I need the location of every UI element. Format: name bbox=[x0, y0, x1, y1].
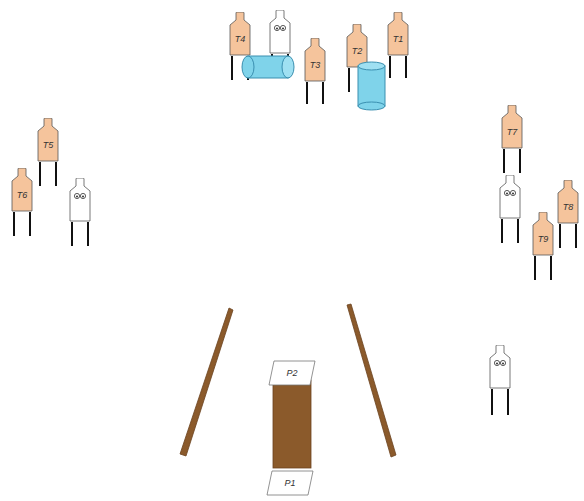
target-label: P2 bbox=[286, 369, 297, 378]
horizontal-barrel bbox=[242, 56, 294, 78]
target-label: T6 bbox=[17, 191, 28, 200]
target-label: T3 bbox=[310, 61, 321, 70]
shoot-target: T6 bbox=[10, 168, 34, 212]
shoot-target: T1 bbox=[386, 12, 410, 56]
no-shoot-targets bbox=[70, 10, 520, 388]
target-label: T9 bbox=[538, 235, 549, 244]
shooting-position: P2 bbox=[268, 360, 316, 386]
target-label: T2 bbox=[352, 47, 363, 56]
target-label: T4 bbox=[235, 35, 246, 44]
target-label: T7 bbox=[507, 128, 518, 137]
target-label: T5 bbox=[43, 141, 54, 150]
target-label: T1 bbox=[393, 35, 404, 44]
target-label: T8 bbox=[563, 203, 574, 212]
shoot-target: T7 bbox=[500, 105, 524, 149]
shooting-position: P1 bbox=[266, 470, 314, 496]
shoot-target: T4 bbox=[228, 12, 252, 56]
shoot-target: T3 bbox=[303, 38, 327, 82]
target-label: P1 bbox=[284, 479, 295, 488]
shoot-target: T5 bbox=[36, 118, 60, 162]
shoot-target: T2 bbox=[345, 24, 369, 68]
shoot-target: T8 bbox=[556, 180, 580, 224]
shoot-target: T9 bbox=[531, 212, 555, 256]
table bbox=[273, 380, 311, 468]
target-stands bbox=[14, 54, 576, 415]
standing-barrel bbox=[358, 62, 385, 110]
